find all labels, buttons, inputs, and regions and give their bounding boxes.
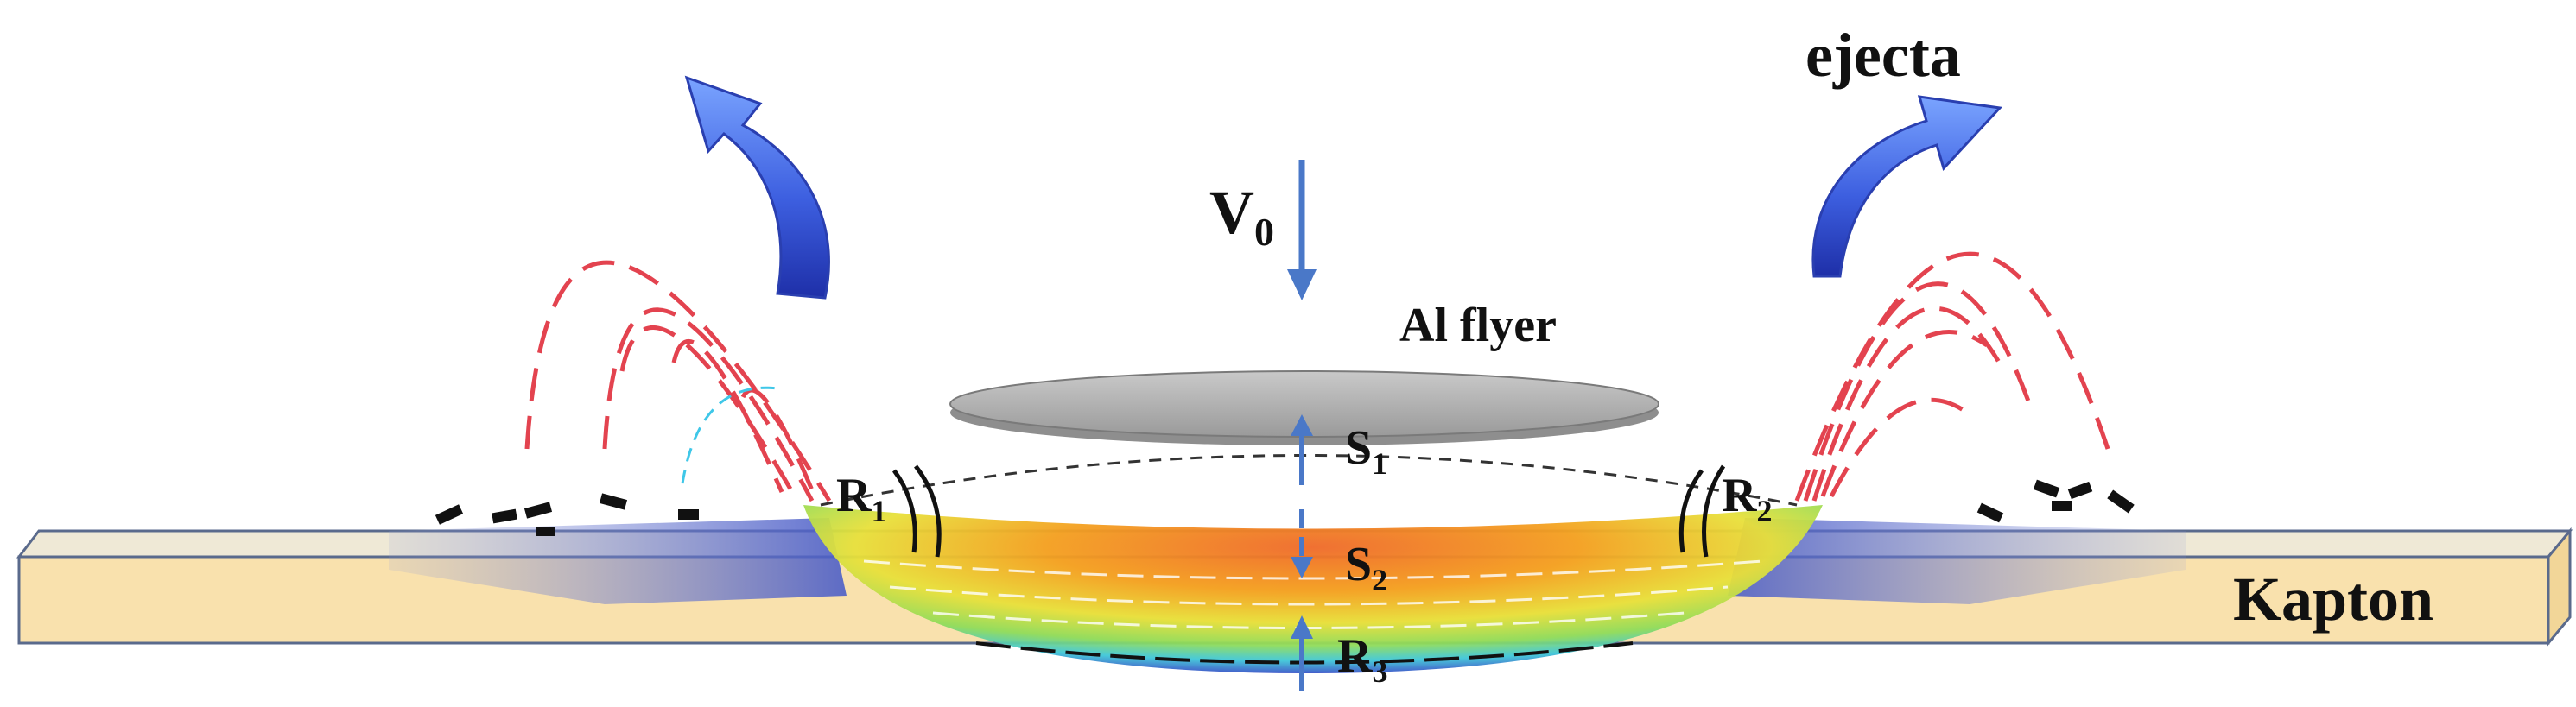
s2-arrow [1291,509,1313,578]
ejecta-arrow-left [684,75,830,300]
cyan-trail [681,386,778,484]
curved-arrow-icon [684,75,830,300]
ejecta-trails-right [1794,251,2110,502]
r3-arrow [1291,615,1313,691]
curved-arrow-icon [1811,95,2003,278]
debris-right [1976,479,2135,523]
wave-region-right [1728,518,2186,604]
flyer-label: Al flyer [1399,299,1557,352]
ejecta-arrow-right [1811,95,2003,278]
debris-left [435,493,699,536]
s1-label: S1 [1345,421,1387,481]
kapton-label: Kapton [2233,565,2433,634]
v0-label: V0 [1209,178,1274,254]
r2-label: R2 [1722,469,1772,528]
boundary-arc [820,454,1798,507]
arrow-down-icon [1287,269,1317,300]
r1-arcs [891,464,942,558]
al-flyer [949,370,1659,445]
ejecta-trails-left [524,260,832,502]
wave-region-left [389,518,847,604]
s1-arrow [1291,414,1313,485]
ejecta-label: ejecta [1805,21,1961,90]
r3-label: R3 [1337,629,1387,689]
velocity-arrow [1287,160,1317,300]
s2-label: S2 [1345,538,1387,597]
r2-arcs [1678,464,1726,558]
crater-region [803,505,1823,673]
r1-label: R1 [836,469,886,528]
kapton-side-face [2547,527,2572,647]
